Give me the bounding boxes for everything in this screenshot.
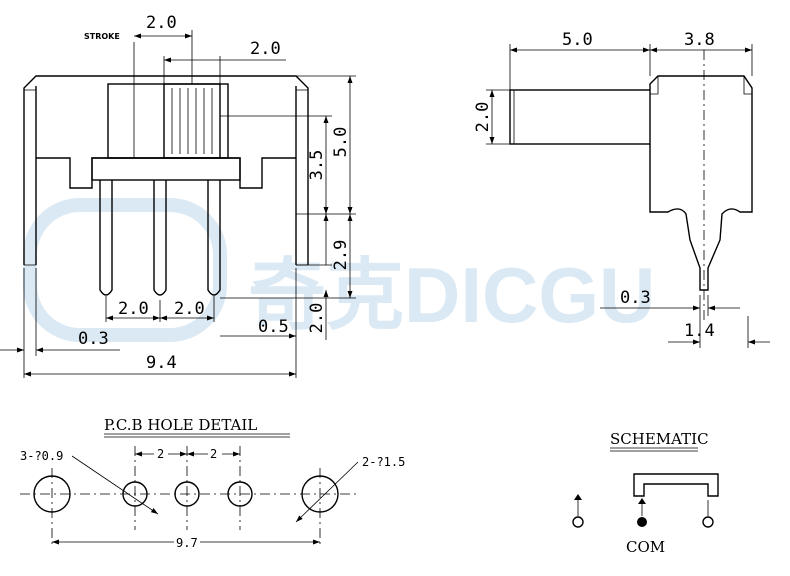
dim-pin-thickness: 0.3: [78, 329, 109, 349]
pin-right: [207, 180, 221, 296]
dim-pin-pitch-2: 2.0: [174, 299, 205, 319]
pin-header-block: [91, 157, 241, 181]
terminal-left: [572, 516, 584, 528]
dim-pin-spread: 1.4: [684, 321, 715, 341]
front-frame: [23, 75, 309, 265]
pin-center: [153, 180, 167, 296]
pcb-overall: 9.7: [176, 536, 198, 550]
dim-pin-length: 2.0: [307, 303, 327, 334]
dim-pin-thickness-side: 0.3: [620, 288, 651, 308]
dim-actuator-height: 2.0: [473, 102, 493, 133]
watermark-text: 奇克DICGU: [248, 251, 655, 339]
schematic: SCHEMATIC COM: [572, 430, 719, 556]
side-body: [649, 75, 753, 291]
com-label: COM: [626, 538, 665, 556]
dim-overall-width: 9.4: [146, 353, 177, 373]
watermark: 奇克DICGU: [23, 198, 655, 342]
schematic-title: SCHEMATIC: [610, 430, 709, 448]
dim-mount-tab: 0.5: [258, 317, 289, 337]
dim-body-height: 5.0: [331, 127, 351, 158]
dim-knob-height: 3.5: [307, 150, 327, 181]
pcb-large-holes: 2-?1.5: [362, 455, 405, 469]
terminal-right: [702, 516, 714, 528]
switch-contact: [633, 473, 719, 497]
pcb-title: P.C.B HOLE DETAIL: [104, 416, 257, 434]
actuator: [509, 89, 651, 145]
switch-housing: [107, 83, 229, 159]
side-view: 5.0 3.8 2.0 0.3 1.4: [473, 30, 770, 348]
dim-knob-width: 2.0: [250, 39, 281, 59]
front-view: STROKE 2.0 2.0 5.0 3.5 2.9 2.0 2.0 2.0 0…: [0, 13, 356, 378]
stroke-label: STROKE: [84, 32, 120, 41]
dim-pin-pitch-1: 2.0: [118, 299, 149, 319]
terminal-com: [637, 517, 647, 527]
pcb-hole-detail: P.C.B HOLE DETAIL 2 2 3-?0.9 2-?1.5 9.7: [20, 416, 405, 550]
pcb-pitch-2: 2: [210, 447, 217, 461]
pin-left: [99, 180, 113, 296]
dim-body-depth: 2.9: [331, 240, 351, 271]
pcb-small-holes: 3-?0.9: [20, 449, 63, 463]
dim-body-width: 3.8: [684, 30, 715, 50]
dim-actuator-length: 5.0: [562, 30, 593, 50]
dim-stroke: 2.0: [146, 13, 177, 33]
pcb-pitch-1: 2: [157, 447, 164, 461]
